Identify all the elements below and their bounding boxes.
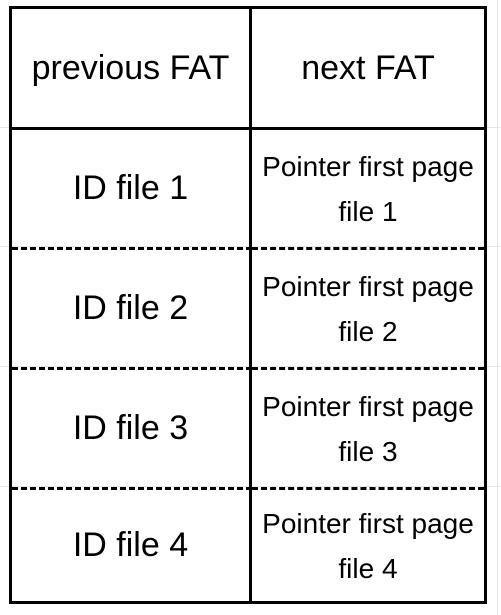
file-id-cell: ID file 1 xyxy=(12,130,252,250)
pointer-line-2: file 1 xyxy=(338,195,398,227)
background-grid-line xyxy=(497,0,498,615)
pointer-label: Pointer first page file 4 xyxy=(262,501,474,591)
pointer-line-1: Pointer first page xyxy=(262,150,474,182)
pointer-line-1: Pointer first page xyxy=(262,270,474,302)
fat-table: previous FAT next FAT ID file 1 Pointer … xyxy=(9,6,487,604)
pointer-cell: Pointer first page file 2 xyxy=(252,250,484,370)
pointer-line-1: Pointer first page xyxy=(262,390,474,422)
header-previous-fat: previous FAT xyxy=(12,9,252,130)
pointer-label: Pointer first page file 2 xyxy=(262,264,474,354)
file-id-cell: ID file 2 xyxy=(12,250,252,370)
pointer-label: Pointer first page file 3 xyxy=(262,384,474,474)
file-id-label: ID file 2 xyxy=(72,289,189,327)
pointer-line-2: file 3 xyxy=(338,435,398,467)
pointer-line-1: Pointer first page xyxy=(262,507,474,539)
pointer-cell: Pointer first page file 4 xyxy=(252,490,484,601)
pointer-line-2: file 2 xyxy=(338,315,398,347)
file-id-cell: ID file 4 xyxy=(12,490,252,601)
file-id-label: ID file 3 xyxy=(72,409,189,447)
header-next-fat-label: next FAT xyxy=(301,48,435,87)
header-previous-fat-label: previous FAT xyxy=(31,48,230,87)
file-id-label: ID file 1 xyxy=(72,169,189,207)
header-next-fat: next FAT xyxy=(252,9,484,130)
pointer-cell: Pointer first page file 1 xyxy=(252,130,484,250)
pointer-cell: Pointer first page file 3 xyxy=(252,370,484,490)
pointer-label: Pointer first page file 1 xyxy=(262,144,474,234)
file-id-label: ID file 4 xyxy=(72,526,189,564)
file-id-cell: ID file 3 xyxy=(12,370,252,490)
pointer-line-2: file 4 xyxy=(338,552,398,584)
